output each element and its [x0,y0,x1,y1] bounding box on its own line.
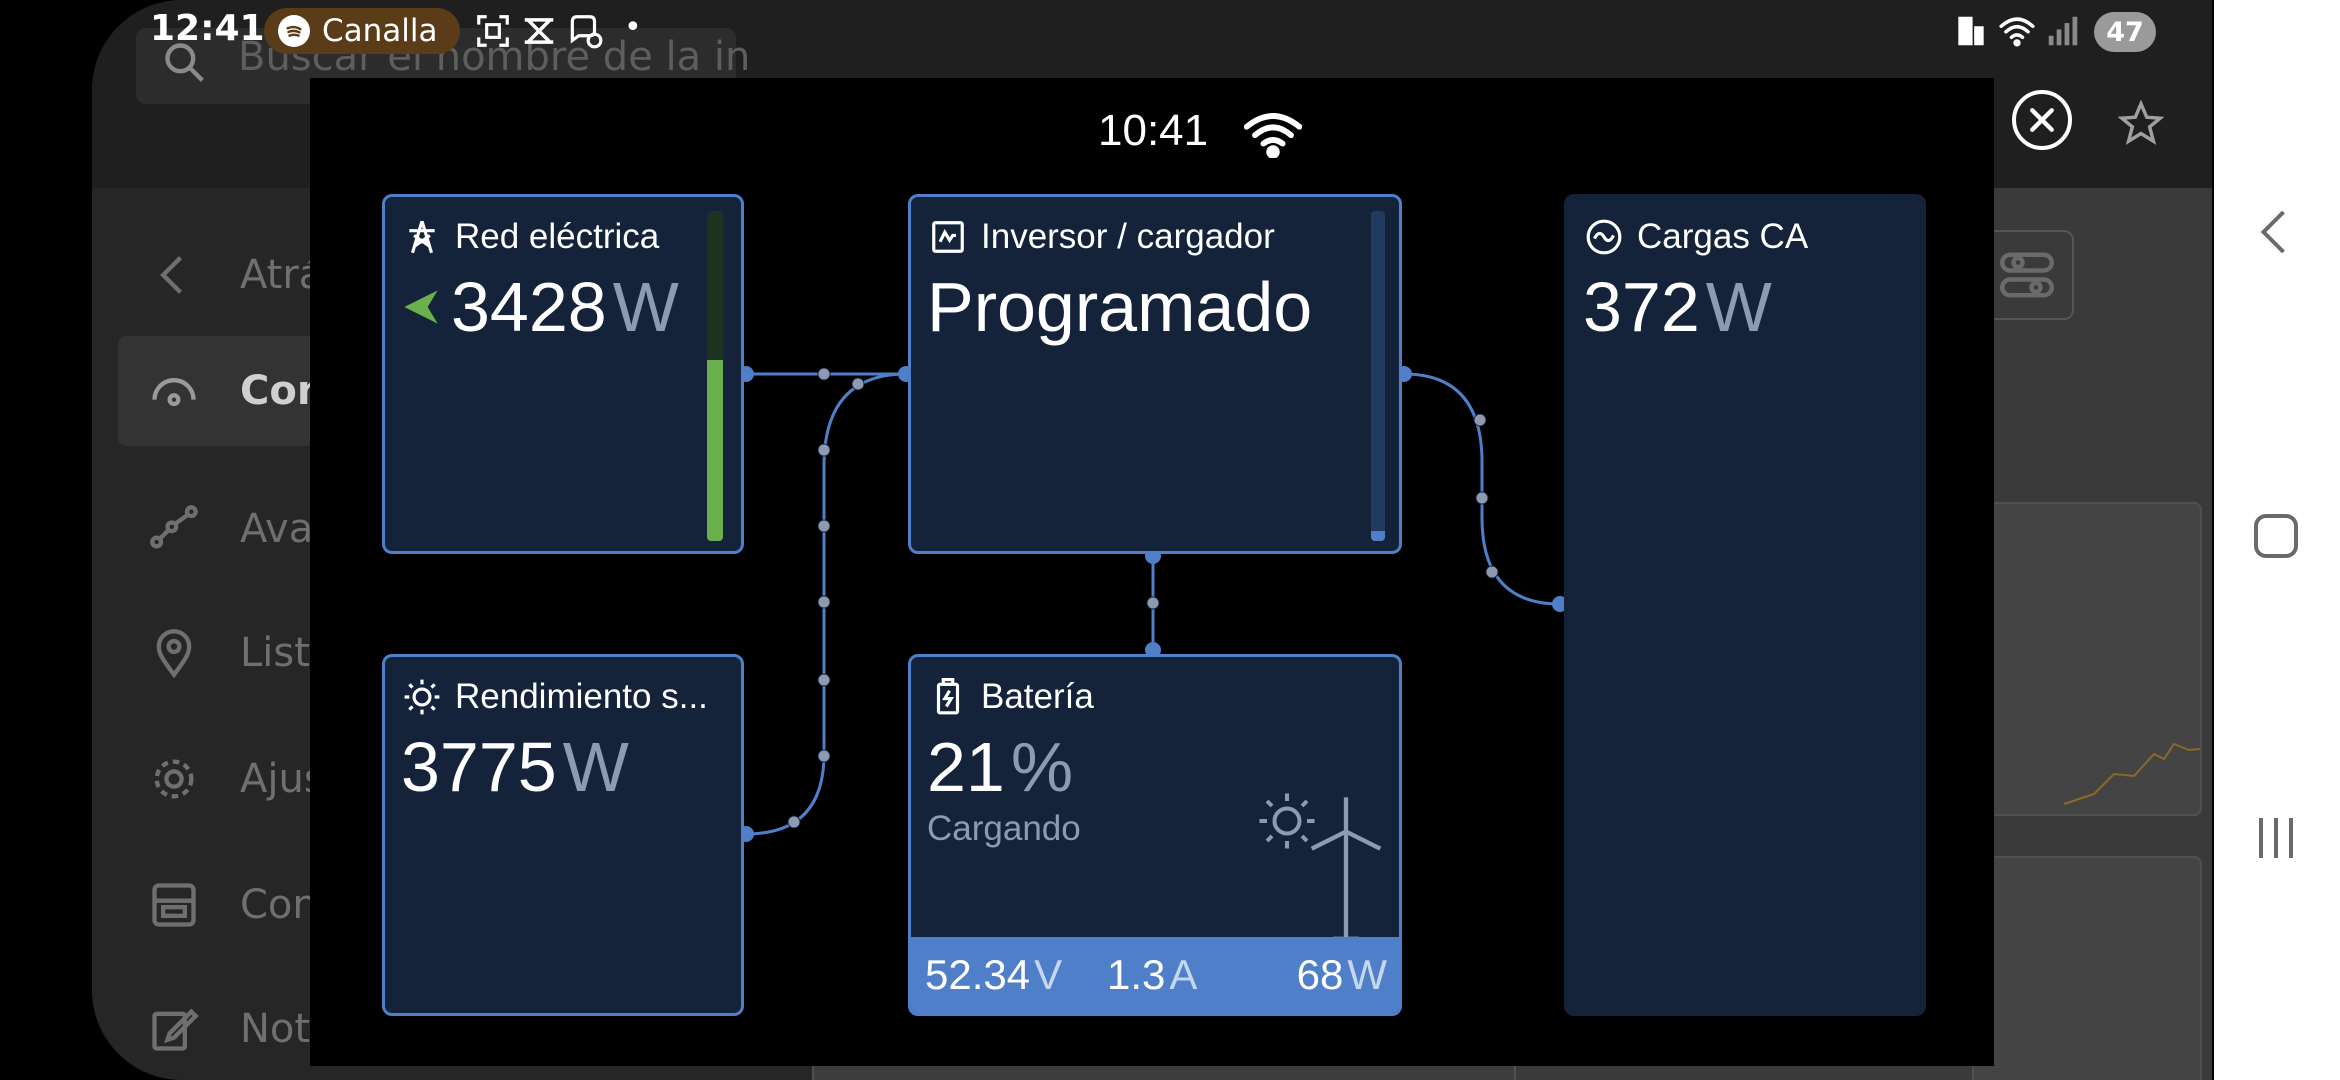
grid-power-value: 3428 [451,268,607,346]
background-card [1972,856,2202,1080]
battery-charging-icon [936,678,960,715]
venus-overview-panel: 10:41 Red eléctrica [310,78,1994,1066]
background-chart-line [2063,742,2200,805]
ac-loads-power: 372 W [1583,267,1772,347]
system-navigation-bar [2214,0,2340,1080]
close-icon [2030,108,2054,132]
battery-current-unit: A [1169,951,1198,998]
spotify-icon [278,15,310,47]
grid-level-bar [707,211,723,541]
battery-soc: 21 % [927,727,1073,807]
wifi-icon [1244,113,1302,158]
battery-label: Batería [981,677,1094,716]
location-pin-icon [156,629,192,679]
inverter-title: Inversor / cargador [929,217,1275,257]
arrow-left-icon [404,290,438,324]
battery-status: Cargando [927,809,1081,848]
battery-details-bar: 52.34V 1.3A 68W [911,937,1399,1013]
inverter-level-bar [1371,211,1385,541]
solar-tile[interactable]: Rendimiento s... 3775 W [382,654,744,1016]
ac-loads-tile[interactable]: Cargas CA 372 W [1564,194,1926,1016]
solar-title: Rendimiento s... [403,677,708,717]
inverter-label: Inversor / cargador [981,217,1275,256]
grid-level-fill [707,359,723,541]
inverter-icon [932,221,964,253]
solar-power: 3775 W [401,727,629,807]
grid-power-unit: W [612,268,679,346]
toggle-icon [2000,252,2054,298]
battery-power-unit: W [1347,951,1387,998]
inverter-tile[interactable]: Inversor / cargador Programado [908,194,1402,554]
solar-label: Rendimiento s... [455,677,708,716]
grid-label: Red eléctrica [455,217,660,256]
recent-apps-icon[interactable] [2246,808,2306,868]
ac-loads-value: 372 [1583,268,1700,346]
background-chart-card [1972,502,2202,816]
device-icon [152,883,196,927]
gx-clock: 10:41 [1098,106,1209,155]
inverter-state: Programado [927,268,1313,346]
battery-title: Batería [929,677,1094,717]
solar-value: 3775 [401,728,557,806]
battery-power-value: 68 [1296,951,1344,998]
battery-power: 68W [1297,951,1387,999]
status-time: 12:41 [150,8,265,49]
signal-icon [2048,16,2078,46]
home-icon[interactable] [2246,506,2306,566]
ac-loads-title: Cargas CA [1585,217,1808,257]
screenshot-icon [477,15,509,47]
building-icon [1958,16,1984,46]
nodes-icon [150,505,198,549]
ac-loads-label: Cargas CA [1637,217,1809,256]
sun-icon [1259,793,1315,849]
close-button[interactable] [2012,90,2072,150]
grid-tile[interactable]: Red eléctrica 3428 W [382,194,744,554]
battery-voltage-value: 52.34 [925,951,1031,998]
battery-current: 1.3A [1107,951,1197,999]
battery-indicator: 47 [2094,12,2156,52]
solar-unit: W [562,728,629,806]
inverter-level-fill [1371,531,1385,541]
capcut-icon [524,18,554,44]
gauge-icon [152,378,196,407]
chevron-left-icon [160,256,183,294]
wifi-icon [1999,17,2035,47]
grid-power: 3428 W [401,267,679,347]
battery-soc-unit: % [1010,728,1074,806]
messenger-icon [570,15,603,49]
grid-title: Red eléctrica [403,217,659,257]
ac-wave-icon [1586,219,1622,255]
battery-voltage-unit: V [1034,951,1063,998]
battery-tile[interactable]: Batería 21 % Cargando 52.34V 1.3A 68W [908,654,1402,1016]
media-indicator[interactable]: Canalla [264,8,460,54]
search-icon [165,43,204,82]
battery-voltage: 52.34V [925,951,1062,999]
battery-current-value: 1.3 [1107,951,1166,998]
back-icon[interactable] [2246,202,2306,262]
battery-soc-value: 21 [927,728,1005,806]
pylon-icon [409,220,435,254]
filter-toggle-button[interactable] [1980,230,2074,320]
media-app-label: Canalla [322,13,438,49]
gear-icon [154,759,194,799]
wind-turbine-icon [1310,797,1382,941]
star-icon[interactable] [2118,100,2164,146]
status-more-dot: • [624,10,642,45]
edit-icon [152,1008,199,1051]
ac-loads-unit: W [1705,268,1772,346]
sun-icon [404,679,440,715]
